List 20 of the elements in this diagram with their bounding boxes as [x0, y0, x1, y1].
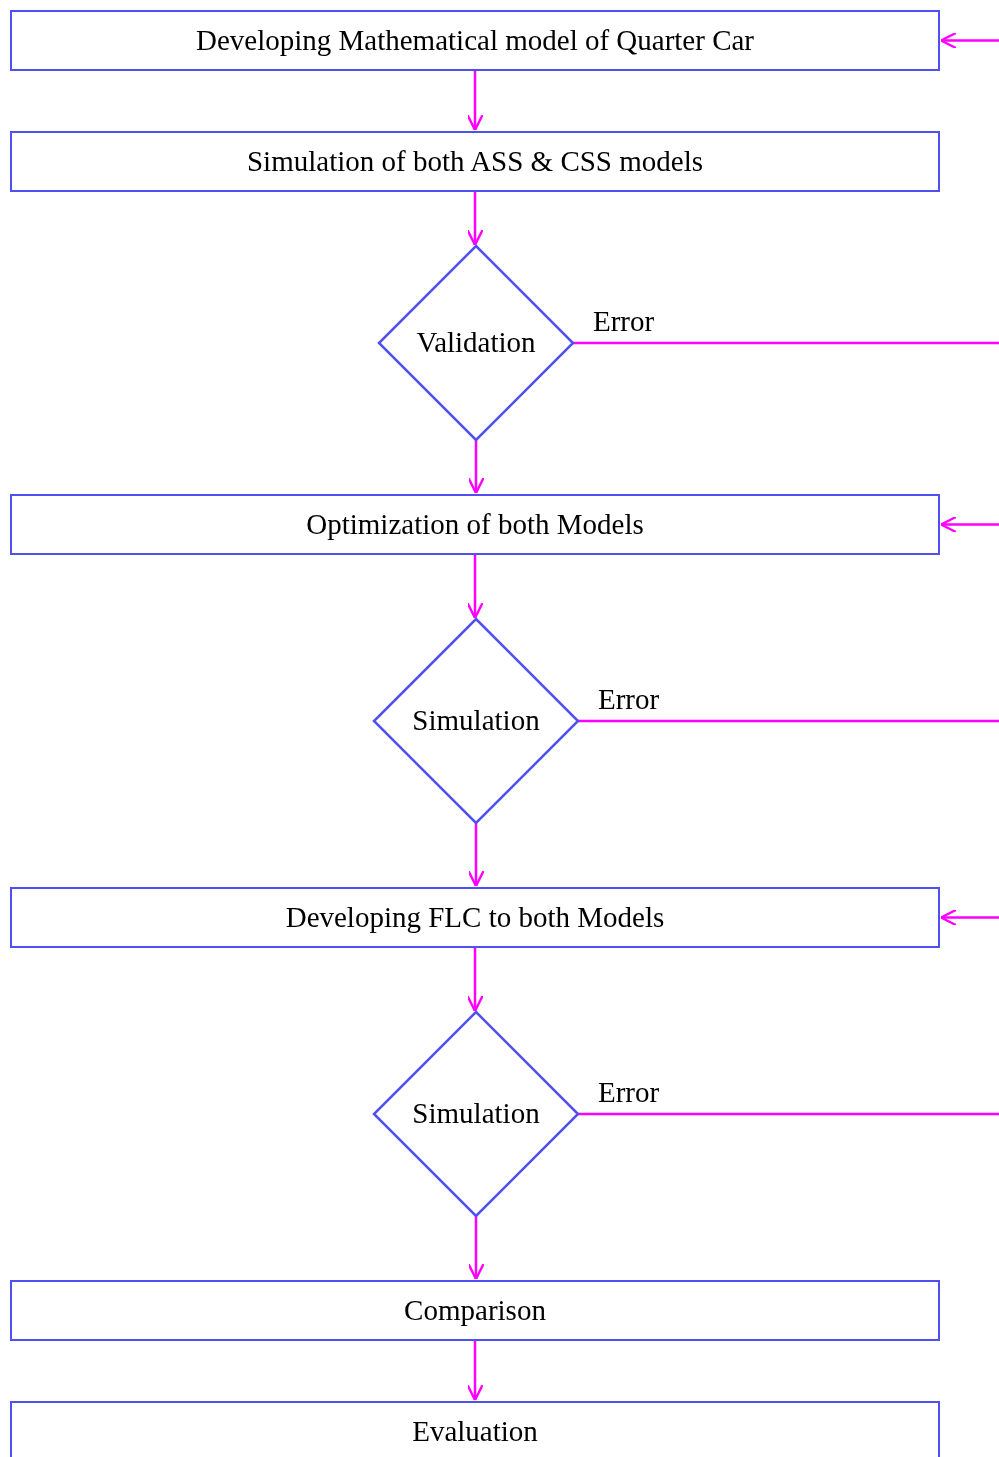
- arrow: [467, 1216, 485, 1281]
- arrow: [466, 555, 484, 620]
- arrow: [466, 948, 484, 1013]
- arrow: [466, 1341, 484, 1402]
- arrow: [466, 71, 484, 132]
- decision-label: Validation: [416, 325, 536, 359]
- process-box: Comparison: [10, 1280, 940, 1341]
- process-box: Developing Mathematical model of Quarter Car: [10, 10, 940, 71]
- process-box: Developing FLC to both Models: [10, 887, 940, 948]
- process-box: Evaluation: [10, 1401, 940, 1457]
- decision-label: Simulation: [412, 1096, 540, 1130]
- arrow: [467, 440, 485, 495]
- arrow: [466, 192, 484, 247]
- decision-label: Simulation: [412, 703, 540, 737]
- arrow: [467, 823, 485, 888]
- process-box: Optimization of both Models: [10, 494, 940, 555]
- arrow: [578, 515, 999, 723]
- arrow: [573, 31, 999, 345]
- arrow: [578, 908, 999, 1116]
- process-box: Simulation of both ASS & CSS models: [10, 131, 940, 192]
